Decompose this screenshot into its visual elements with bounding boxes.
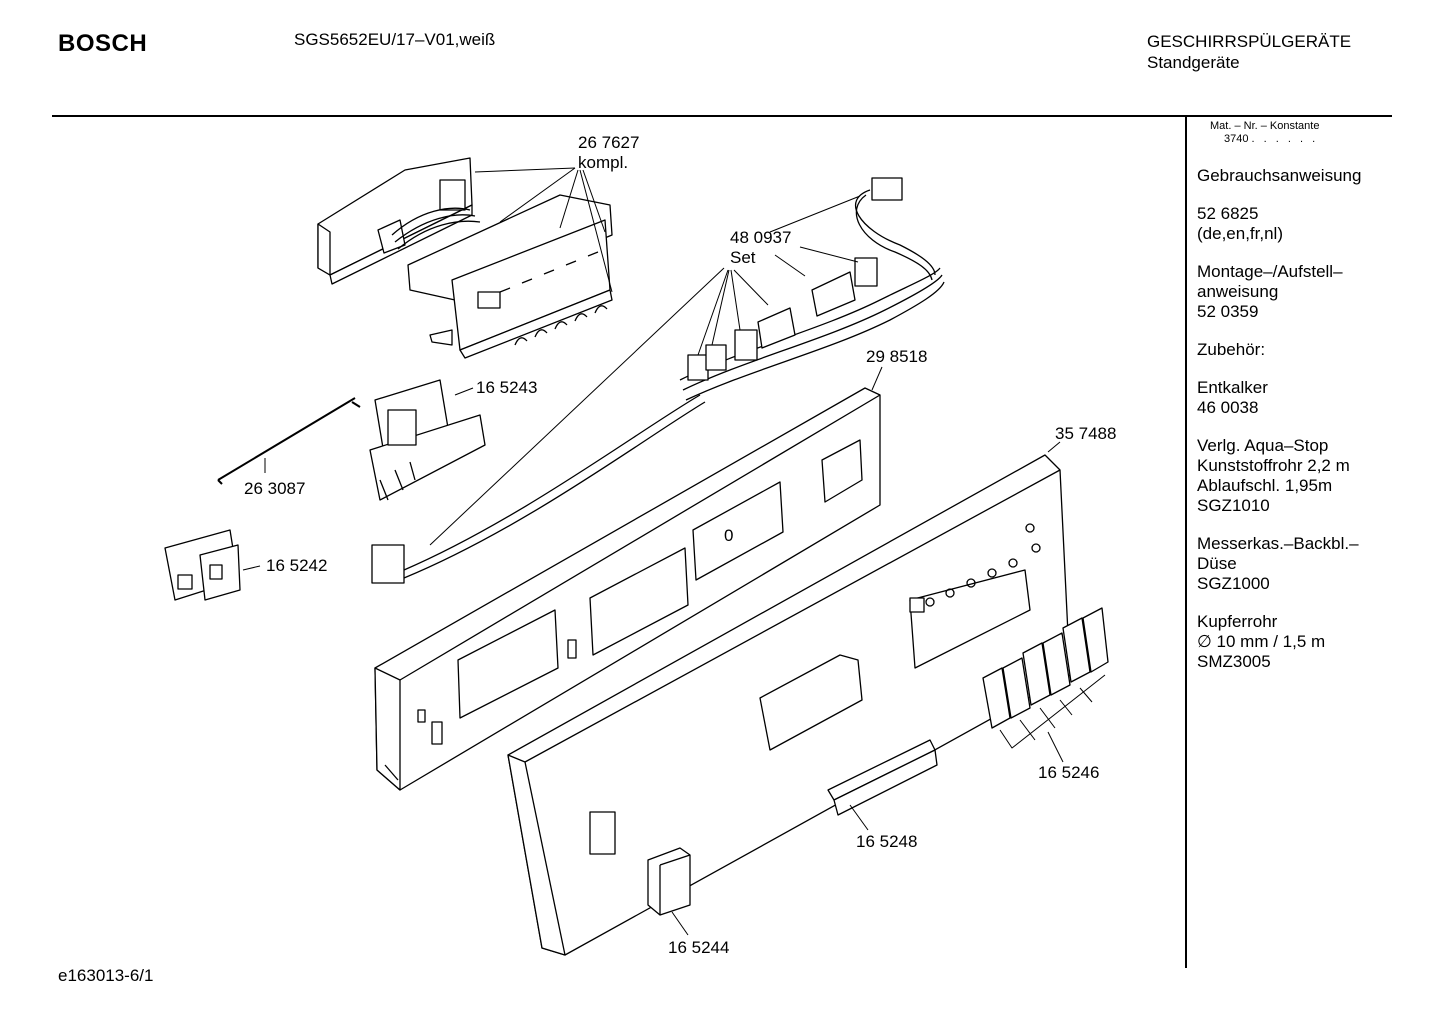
sidebar-line: 52 6825: [1197, 204, 1259, 223]
part-extra: Set: [730, 248, 756, 267]
model-number: SGS5652EU/17–V01,weiß: [294, 30, 496, 49]
leader-16-5246: [999, 674, 1106, 763]
wiring-harness-part: [371, 177, 945, 584]
carrier-panel-part: [374, 387, 881, 791]
sidebar-line: 52 0359: [1197, 302, 1259, 321]
part-label-16-5248: 16 5248: [856, 832, 918, 851]
sidebar-divider: [1185, 116, 1187, 968]
header-divider: [52, 115, 1392, 117]
leader-16-5248: [849, 804, 869, 831]
sidebar-line: Montage–/Aufstell–: [1197, 262, 1343, 281]
leader-35-7488: [1047, 441, 1061, 453]
sidebar-line: Messerkas.–Backbl.–: [1197, 534, 1359, 553]
buttons-part: [982, 607, 1109, 729]
mat-label: Mat. – Nr. – Konstante: [1210, 120, 1320, 132]
category: GESCHIRRSPÜLGERÄTE Standgeräte: [1147, 31, 1351, 73]
leader-16-5244: [671, 911, 689, 936]
sidebar-blocks: Gebrauchsanweisung 52 6825(de,en,fr,nl) Mo…: [1197, 166, 1387, 672]
sidebar-line: Düse: [1197, 554, 1237, 573]
sidebar-line: (de,en,fr,nl): [1197, 224, 1283, 243]
sidebar-line: Entkalker: [1197, 378, 1268, 397]
mat-number-header: Mat. – Nr. – Konstante 3740 . . . . . .: [1197, 120, 1387, 146]
display-zero-mark: 0: [724, 526, 734, 545]
sidebar: Mat. – Nr. – Konstante 3740 . . . . . . …: [1197, 120, 1387, 672]
mat-dots: . . . . . .: [1251, 133, 1319, 145]
sidebar-line: Kunststoffrohr 2,2 m: [1197, 456, 1350, 475]
handle-strip-part: [827, 739, 938, 816]
part-extra: kompl.: [578, 153, 629, 172]
part-label-16-5242: 16 5242: [266, 556, 328, 575]
sidebar-line: anweisung: [1197, 282, 1279, 301]
sidebar-line: Kupferrohr: [1197, 612, 1278, 631]
brand-logo: BOSCH: [58, 30, 148, 57]
cap-part: [647, 847, 691, 916]
category-subtitle: Standgeräte: [1147, 53, 1240, 72]
leader-26-7627: [474, 167, 613, 293]
leader-16-5242: [242, 565, 261, 571]
sidebar-block: Zubehör:: [1197, 340, 1387, 360]
part-label-16-5246: 16 5246: [1038, 763, 1100, 782]
part-number: 26 7627: [578, 133, 640, 152]
control-module-part: [317, 157, 613, 359]
sidebar-block: 52 6825(de,en,fr,nl): [1197, 204, 1387, 244]
leader-29-8518: [871, 366, 883, 391]
leader-16-5243: [454, 387, 474, 396]
part-label-35-7488: 35 7488: [1055, 424, 1117, 443]
leader-48-0937: [429, 195, 861, 546]
sidebar-line: ∅ 10 mm / 1,5 m: [1197, 632, 1326, 651]
part-label-29-8518: 29 8518: [866, 347, 928, 366]
part-number: 48 0937: [730, 228, 792, 247]
sidebar-block: Gebrauchsanweisung: [1197, 166, 1387, 186]
sidebar-line: SGZ1000: [1197, 574, 1270, 593]
rod-part: [217, 397, 356, 481]
part-label-48-0937: 48 0937 Set: [730, 228, 791, 268]
diagram-code: e163013-6/1: [58, 966, 154, 985]
sidebar-line: SMZ3005: [1197, 652, 1271, 671]
sidebar-line: Gebrauchsanweisung: [1197, 166, 1362, 185]
sidebar-line: Ablaufschl. 1,95m: [1197, 476, 1333, 495]
exploded-view-diagram: [164, 157, 1109, 956]
front-fascia-part: [507, 454, 1071, 956]
part-label-26-7627: 26 7627 kompl.: [578, 133, 639, 173]
sidebar-line: Verlg. Aqua–Stop: [1197, 436, 1329, 455]
sidebar-line: Zubehör:: [1197, 340, 1266, 359]
sidebar-line: SGZ1010: [1197, 496, 1270, 515]
switch-part: [164, 529, 241, 601]
part-label-16-5243: 16 5243: [476, 378, 538, 397]
relay-holder-part: [369, 379, 486, 501]
sidebar-line: 46 0038: [1197, 398, 1259, 417]
part-label-16-5244: 16 5244: [668, 938, 730, 957]
category-title: GESCHIRRSPÜLGERÄTE: [1147, 32, 1352, 51]
mat-value: 3740: [1224, 133, 1249, 145]
part-label-26-3087: 26 3087: [244, 479, 306, 498]
